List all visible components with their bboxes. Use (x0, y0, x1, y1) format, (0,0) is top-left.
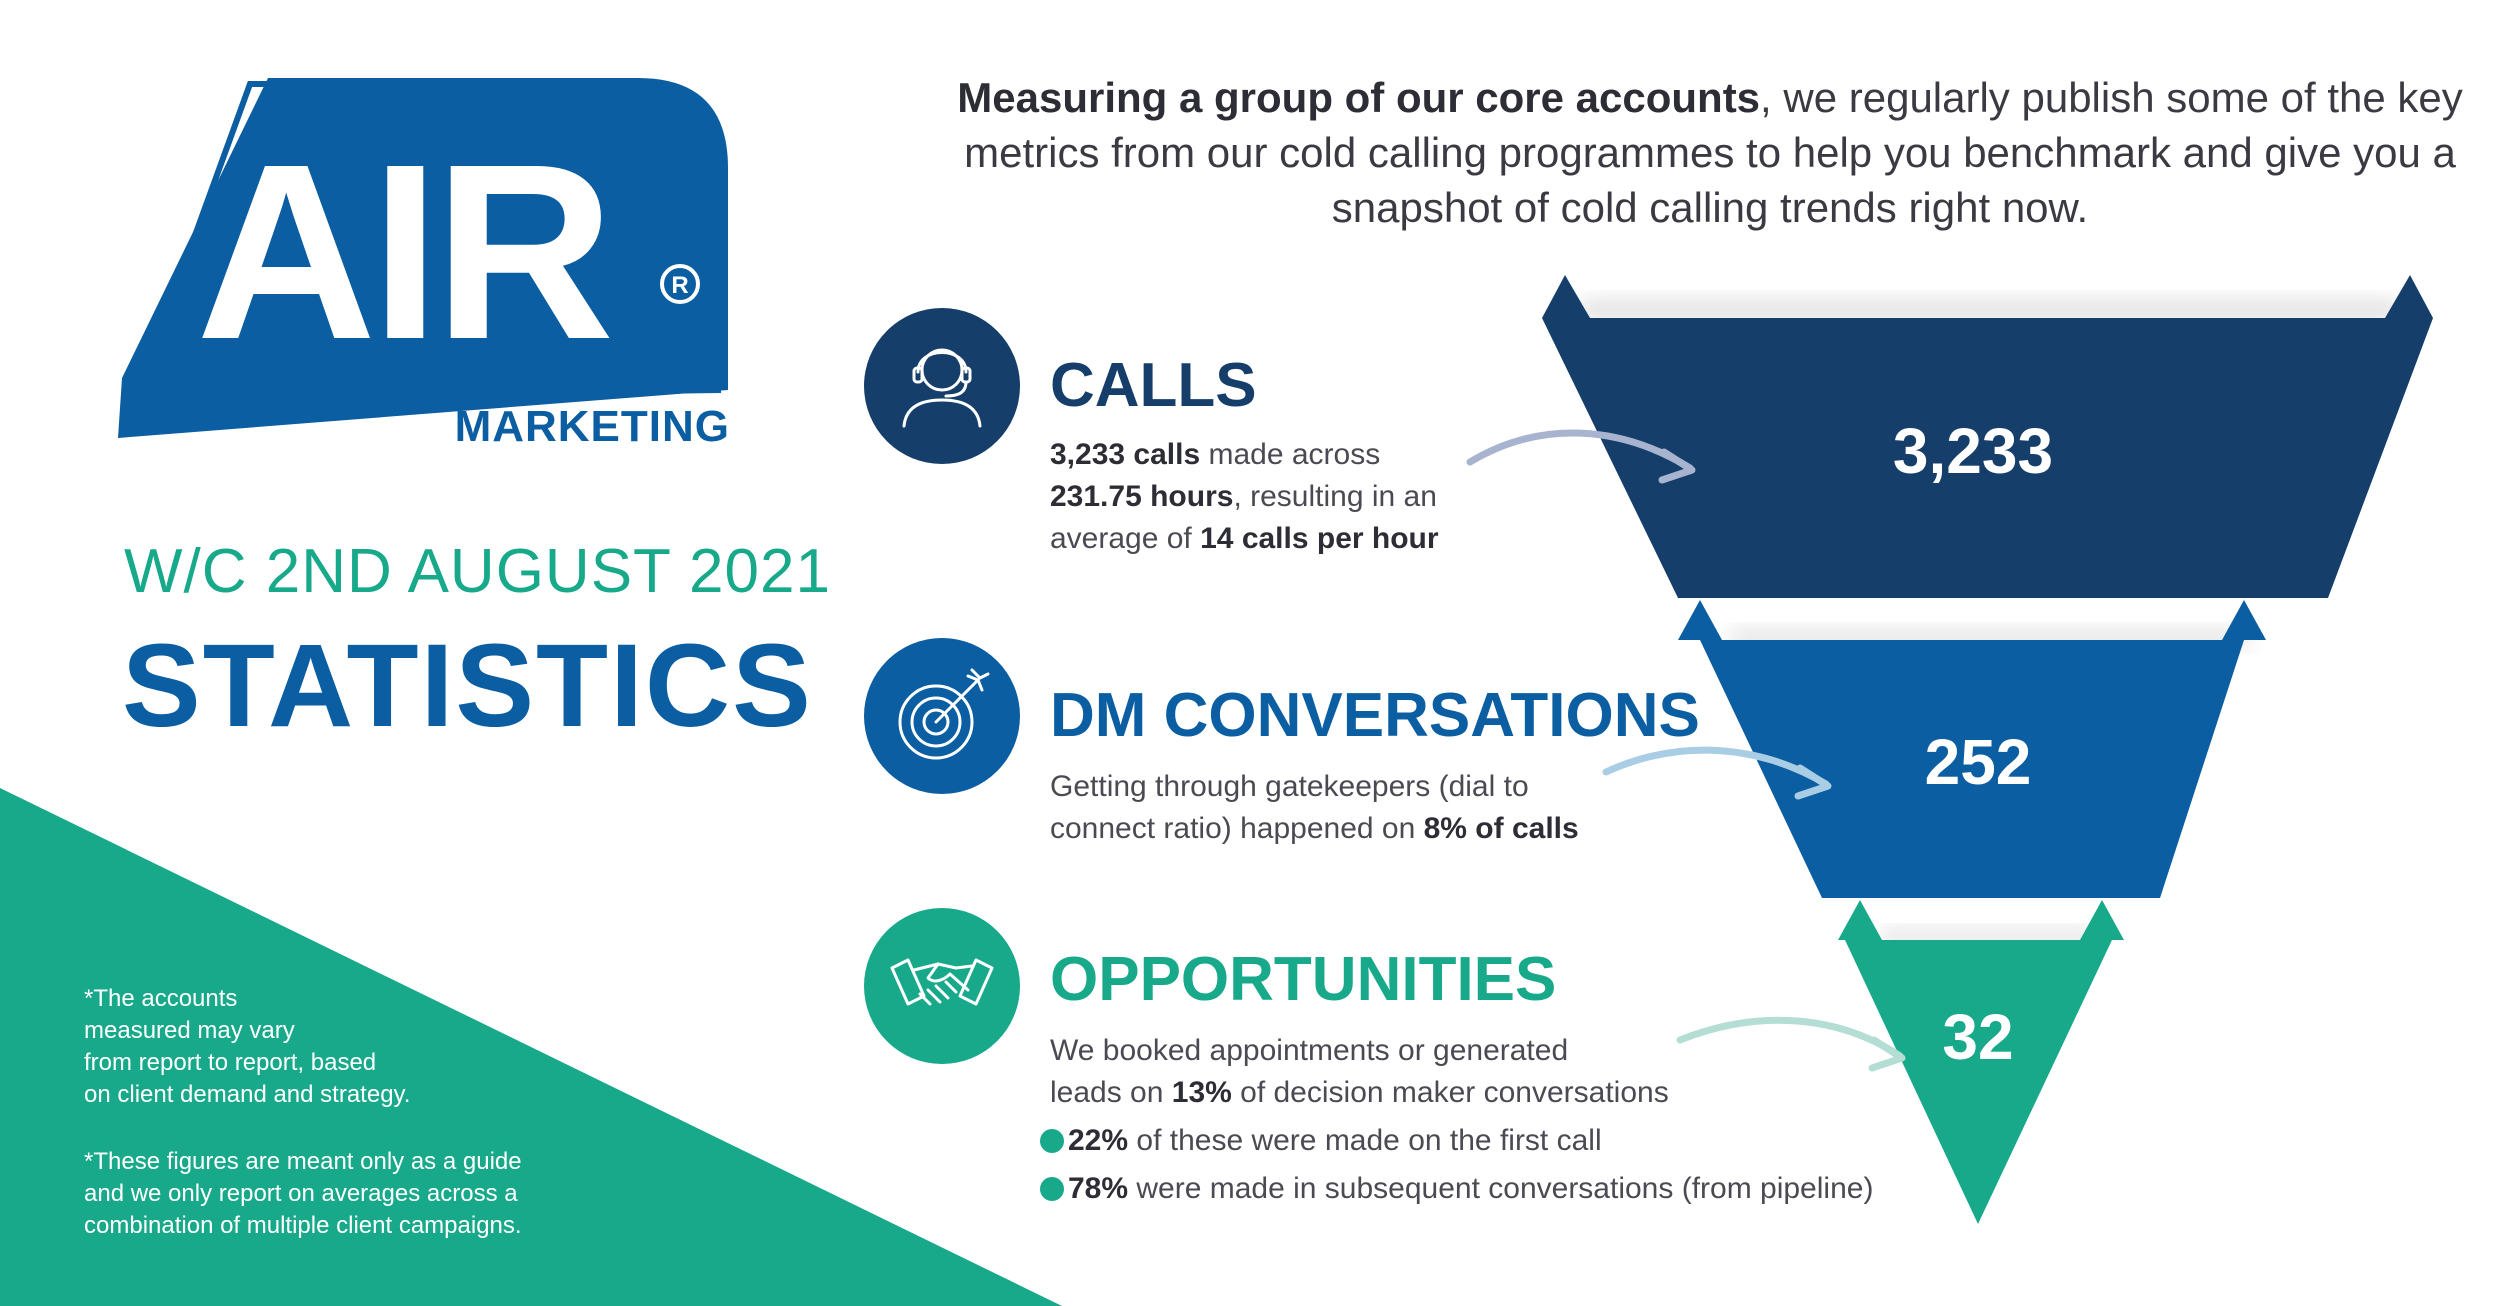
week-label: W/C 2ND AUGUST 2021 (124, 537, 831, 606)
footnote-accounts: *The accounts measured may vary from rep… (84, 985, 411, 1108)
section-title-calls: CALLS (1050, 351, 1257, 420)
headset-agent-icon (864, 308, 1020, 464)
section-title-dm: DM CONVERSATIONS (1050, 681, 1700, 750)
bullet-dot (1040, 1177, 1064, 1201)
calls-description: 3,233 calls made across 231.75 hours, re… (1050, 438, 1439, 555)
opps-bullet-first-call: 22% of these were made on the first call (1040, 1120, 1602, 1162)
funnel-value-calls: 3,233 (1892, 415, 2054, 487)
funnel-value-dm: 252 (1924, 726, 2032, 798)
intro-paragraph: Measuring a group of our core accounts, … (957, 74, 2463, 231)
dm-description: Getting through gatekeepers (dial to con… (1050, 770, 1579, 845)
funnel-value-opps: 32 (1942, 1001, 2014, 1073)
target-arrow-icon (864, 638, 1020, 794)
handshake-icon (864, 908, 1020, 1064)
footnote-figures: *These figures are meant only as a guide… (84, 1148, 522, 1239)
bullet-dot (1040, 1129, 1064, 1153)
svg-text:R: R (671, 272, 688, 299)
opps-bullet-pipeline: 78% were made in subsequent conversation… (1040, 1168, 1873, 1210)
opps-description: We booked appointments or generated lead… (1050, 1034, 1669, 1109)
logo-wordmark: AIR (196, 112, 610, 391)
section-title-opportunities: OPPORTUNITIES (1050, 945, 1557, 1014)
logo-subtitle: MARKETING (454, 402, 730, 451)
page-title: STATISTICS (122, 620, 813, 752)
air-logo: AIR R (118, 78, 728, 438)
